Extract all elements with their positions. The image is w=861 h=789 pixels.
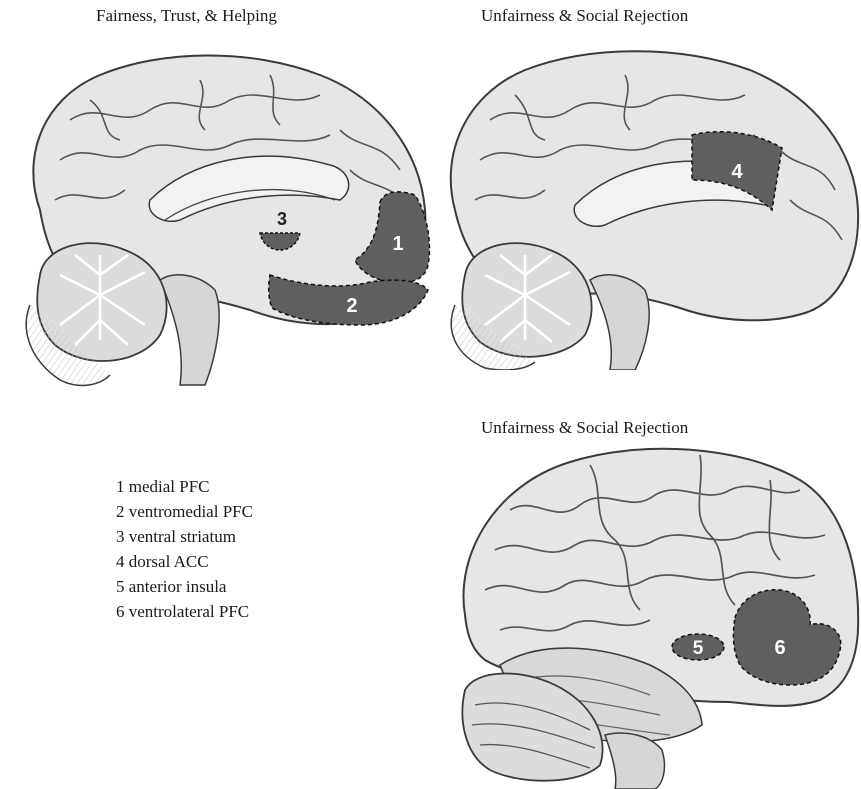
- region-5-label: 5: [693, 638, 704, 659]
- legend-item-3: 3 ventral striatum: [116, 524, 253, 549]
- legend-item-1: 1 medial PFC: [116, 474, 253, 499]
- brainstem: [590, 275, 649, 370]
- cerebellum: [26, 243, 166, 385]
- region-3-label: 3: [277, 209, 287, 229]
- brainstem: [160, 275, 219, 385]
- medial-brain-right: 4: [430, 40, 861, 370]
- lateral-panel-title: Unfairness & Social Rejection: [481, 418, 688, 438]
- right-panel-title: Unfairness & Social Rejection: [481, 6, 688, 26]
- left-panel-title: Fairness, Trust, & Helping: [96, 6, 277, 26]
- region-2-label: 2: [346, 295, 357, 317]
- region-1-label: 1: [392, 233, 403, 255]
- legend-item-4: 4 dorsal ACC: [116, 549, 253, 574]
- region-4-label: 4: [731, 161, 743, 183]
- region-6-label: 6: [774, 637, 785, 659]
- legend-item-2: 2 ventromedial PFC: [116, 499, 253, 524]
- brainstem-lateral: [605, 733, 664, 789]
- medial-brain-left: 1 2 3: [0, 40, 440, 400]
- lateral-brain: 5 6: [440, 440, 861, 789]
- cerebellum: [451, 243, 591, 370]
- legend-item-5: 5 anterior insula: [116, 574, 253, 599]
- legend-item-6: 6 ventrolateral PFC: [116, 599, 253, 624]
- region-legend: 1 medial PFC 2 ventromedial PFC 3 ventra…: [116, 474, 253, 624]
